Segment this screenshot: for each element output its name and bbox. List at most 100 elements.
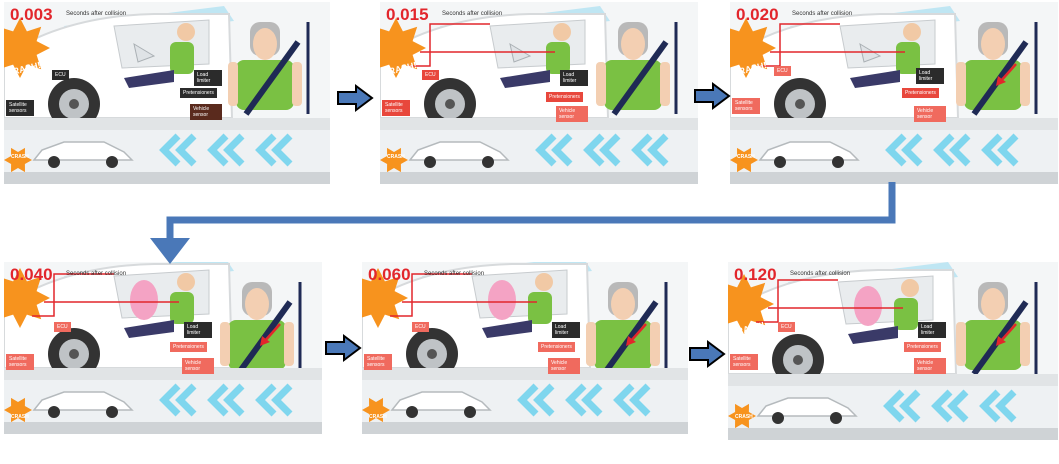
car-window [113,19,210,69]
front-wheel-hub [793,355,803,365]
panel-1-scene [4,2,330,184]
occupant-right-arm [292,62,302,106]
occupant-head [981,28,1005,60]
driver-legs [124,70,174,88]
panel-1-vehicle-sensor: Vehicle sensor [190,104,222,120]
chevron-icon [533,383,555,417]
chevron-icon [901,133,923,167]
panel-1-satellite-sensors: Satellite sensors [6,100,34,116]
panel-2-load-limiter: Load limiter [560,70,588,86]
small-car-wheel [424,156,436,168]
panel-4-vehicle-sensor: Vehicle sensor [182,358,214,374]
panel-4-caption: Seconds after collision [66,271,127,277]
small-car-wheel [482,156,494,168]
sensor-wire [758,23,840,67]
crash-burst-icon [362,268,408,328]
pull-arrow-icon [999,323,1017,343]
row-connector-arrow-icon [150,182,896,264]
panel-6-time: 0.120 [734,265,777,284]
occupant-left-arm [956,322,966,366]
driver-legs [500,70,550,88]
chevron-icon [565,383,587,417]
small-car-icon [32,391,134,411]
panel-6-scene [728,262,1058,440]
panel-1: 0.003 Seconds after collision CRASH! CRA… [4,2,330,184]
sensor-wire [408,23,490,67]
panel-2-vehicle-sensor: Vehicle sensor [556,106,588,122]
airbag [854,286,882,326]
panel-5-load-limiter: Load limiter [552,322,580,338]
panel-4-ecu: ECU [54,322,71,332]
occupant-left-arm [228,62,238,106]
panel-3-time: 0.020 [736,5,779,24]
car-window [839,19,936,69]
occupant-left-arm [586,322,596,366]
small-car-wheel [48,156,60,168]
car-window [489,19,586,69]
car-window [471,269,568,319]
small-car-wheel [406,406,418,418]
driver-torso [528,292,552,324]
occupant-left-arm [956,62,966,106]
panel-6-caption: Seconds after collision [790,271,851,277]
sidewalk [362,368,688,380]
driver-head [901,279,919,297]
panel-1-pretensioners: Pretensioners [180,88,217,98]
pull-arrow-head [626,336,636,346]
panel-5-crash-small: CRASH [369,414,387,420]
panel-3-crash-small: CRASH [737,154,755,160]
small-car-wheel [464,406,476,418]
chevron-icon [255,133,277,167]
front-wheel-hub [427,349,437,359]
occupant-right-arm [660,62,670,106]
car-window [113,269,210,319]
small-car-wheel [48,406,60,418]
panel-6-vehicle-sensor: Vehicle sensor [914,358,946,374]
road [728,428,1058,440]
small-car-icon [756,397,858,417]
driver-torso [170,42,194,74]
pull-arrow-icon [263,323,281,343]
small-car-icon [758,141,860,161]
chevron-icon [979,389,1001,423]
panel-2-pretensioners: Pretensioners [546,92,583,102]
chevron-icon [629,383,651,417]
driver-torso [894,298,918,330]
panel-1-load-limiter: Load limiter [194,70,222,86]
panel-5-satellite-sensors: Satellite sensors [364,354,392,370]
driver-legs [848,326,898,344]
panel-2: 0.015 Seconds after collision CRASH! CRA… [380,2,698,184]
driver-head [177,23,195,41]
chevron-icon [947,389,969,423]
seatbelt [611,40,669,116]
sidewalk [4,368,322,380]
sensor-wire [390,273,472,317]
crash-burst-icon [4,18,50,78]
panel-6: 0.120 Seconds after collision CRASH! CRA… [728,262,1058,440]
chevron-icon [271,383,293,417]
chevron-icon [631,133,653,167]
driver-legs [850,70,900,88]
panel-6-satellite-sensors: Satellite sensors [730,354,758,370]
small-crash-burst-icon [730,147,758,173]
chevron-icon [517,383,539,417]
small-car-icon [390,391,492,411]
front-wheel-hub [69,99,79,109]
sensor-wire [756,279,838,323]
road [4,172,330,184]
panel-6-crash-small: CRASH [735,414,753,420]
panel-3-scene [730,2,1058,184]
occupant-head [621,28,645,60]
small-crash-burst-icon [380,147,408,173]
chevron-icon [997,133,1019,167]
occupant-left-arm [596,62,606,106]
chevron-icon [175,383,197,417]
panel-4-satellite-sensors: Satellite sensors [6,354,34,370]
panel-6-load-limiter: Load limiter [918,322,946,338]
crash-burst-icon [4,268,50,328]
driver-head [535,273,553,291]
driver-torso [546,42,570,74]
panel-5-scene [362,262,688,434]
panel-2-caption: Seconds after collision [442,11,503,17]
panel-2-scene [380,2,698,184]
